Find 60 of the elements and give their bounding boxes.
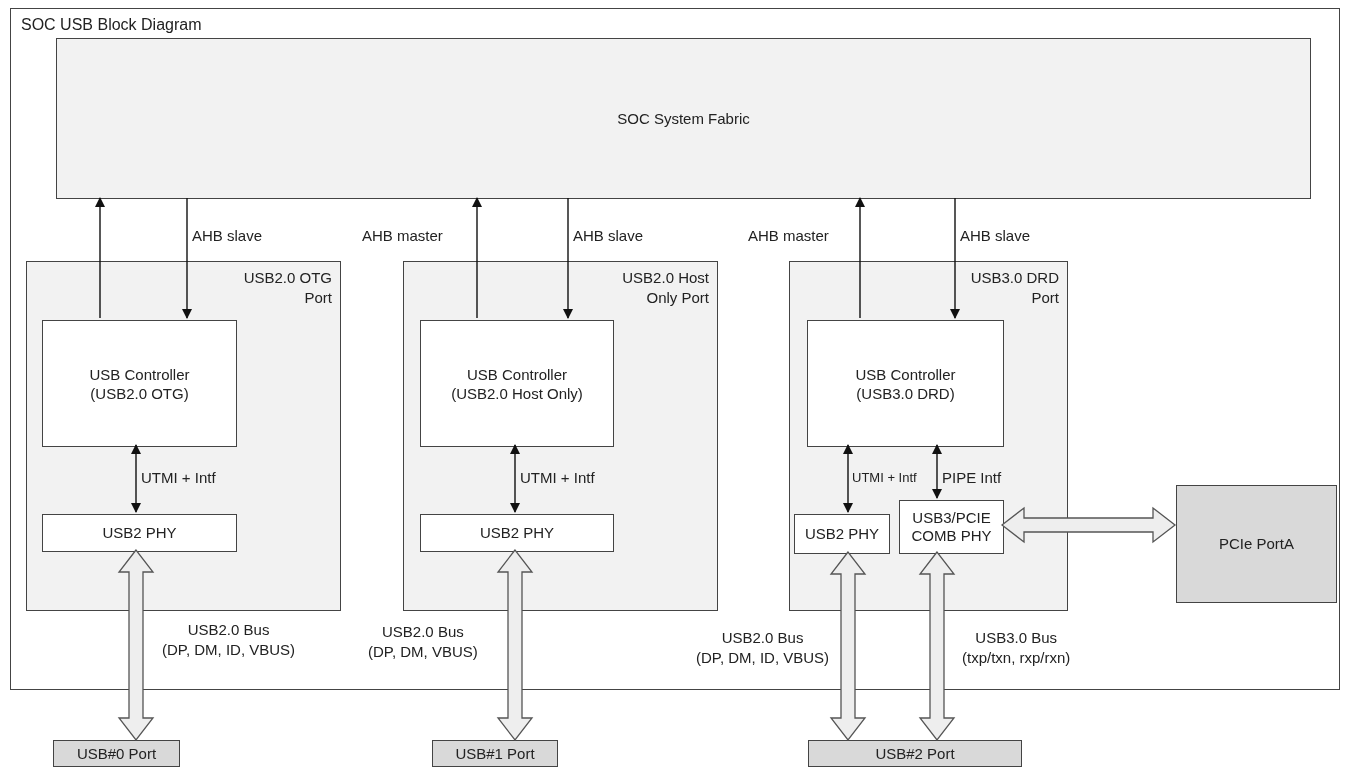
block-label: PCIe PortA — [1218, 534, 1295, 554]
block-box — [420, 514, 614, 552]
arrow — [131, 444, 141, 513]
frame-label: SOC USB Block Diagram — [21, 15, 202, 35]
edge-label: AHB master — [748, 226, 829, 246]
arrow — [843, 444, 853, 513]
block-label: USB3/PCIE COMB PHY — [910, 509, 993, 545]
block-label: USB#0 Port — [75, 744, 158, 763]
port-box — [53, 740, 180, 767]
block-label: USB2 PHY — [803, 525, 881, 543]
block-label: USB Controller (USB2.0 Host Only) — [450, 364, 584, 403]
block-box — [899, 500, 1004, 554]
port-box — [808, 740, 1022, 767]
arrow — [932, 444, 942, 499]
edge-label: USB2.0 Bus (DP, DM, ID, VBUS) — [162, 620, 296, 659]
double-arrow — [918, 550, 956, 742]
block-label: USB Controller (USB3.0 DRD) — [854, 364, 957, 403]
block-label: USB Controller (USB2.0 OTG) — [88, 364, 191, 403]
edge-label: AHB slave — [960, 226, 1031, 246]
block-box — [42, 320, 237, 447]
double-arrow — [117, 548, 155, 742]
block-label: USB2 PHY — [101, 524, 178, 542]
panel-heading: USB2.0 OTG Port — [242, 268, 332, 307]
edge-label: UTMI + Intf — [141, 468, 216, 488]
block-label: USB2 PHY — [478, 524, 556, 542]
edge-label: USB3.0 Bus (txp/txn, rxp/rxn) — [962, 628, 1071, 667]
arrow — [510, 444, 520, 513]
block-box — [794, 514, 890, 554]
edge-label: AHB slave — [573, 226, 644, 246]
arrow — [563, 197, 573, 319]
edge-label: UTMI + Intf — [520, 468, 595, 488]
block-box — [807, 320, 1004, 447]
port-panel — [403, 261, 718, 611]
edge-label: AHB slave — [192, 226, 263, 246]
block-box — [1176, 485, 1337, 603]
edge-label: USB2.0 Bus (DP, DM, ID, VBUS) — [696, 628, 830, 667]
arrow — [182, 197, 192, 319]
double-arrow — [496, 548, 534, 742]
port-panel — [789, 261, 1068, 611]
block-box — [42, 514, 237, 552]
fabric-box — [56, 38, 1311, 199]
edge-label: PIPE Intf — [942, 468, 1002, 488]
port-panel — [26, 261, 341, 611]
arrow — [855, 197, 865, 319]
arrow — [950, 197, 960, 319]
double-arrow — [1000, 506, 1177, 544]
port-box — [432, 740, 558, 767]
block-label: SOC System Fabric — [616, 108, 751, 129]
panel-heading: USB3.0 DRD Port — [969, 268, 1059, 307]
panel-heading: USB2.0 Host Only Port — [621, 268, 709, 307]
block-label: USB#1 Port — [454, 744, 536, 763]
block-box — [420, 320, 614, 447]
edge-label: UTMI + Intf — [852, 470, 917, 487]
arrow — [472, 197, 482, 319]
edge-label: USB2.0 Bus (DP, DM, VBUS) — [368, 622, 478, 661]
block-label: USB#2 Port — [874, 744, 956, 763]
edge-label: AHB master — [362, 226, 443, 246]
diagram-frame — [10, 8, 1340, 690]
double-arrow — [829, 550, 867, 742]
arrow — [95, 197, 105, 319]
